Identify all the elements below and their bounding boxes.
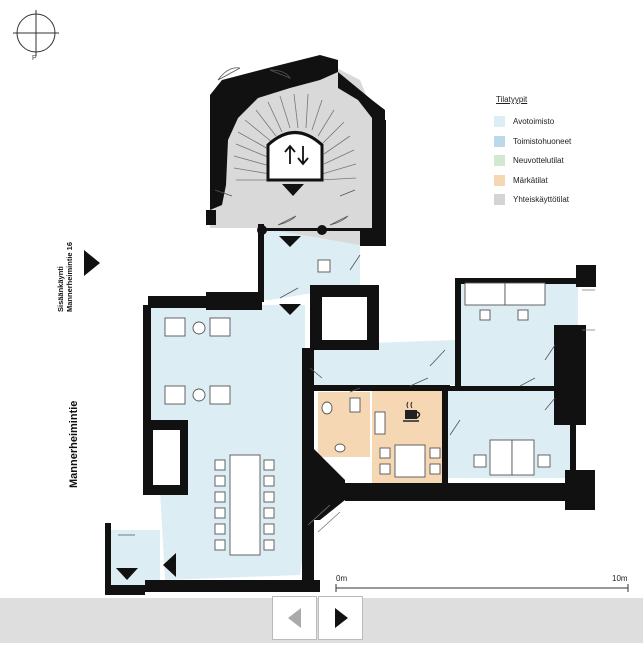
legend-title: Tilatyypit xyxy=(496,95,528,104)
side-arrow-icon xyxy=(163,553,176,577)
office-furniture xyxy=(464,282,551,476)
legend-swatch xyxy=(494,135,505,147)
legend-item-wet-rooms: Märkätilat xyxy=(494,174,548,186)
entry-vestibule xyxy=(110,530,160,585)
stair-arrow-icon xyxy=(279,236,301,247)
lobby-area xyxy=(262,228,360,300)
compass-label: P xyxy=(32,55,37,62)
prev-arrow-icon xyxy=(287,608,301,628)
legend-swatch xyxy=(494,193,505,205)
legend-item-open-office: Avotoimisto xyxy=(494,115,554,127)
open-office-main xyxy=(150,305,305,580)
scale-start-label: 0m xyxy=(336,574,348,583)
legend-swatch xyxy=(494,115,505,127)
next-arrow-icon xyxy=(334,608,348,628)
exit-arrow-icon xyxy=(116,568,138,580)
open-office-furniture xyxy=(164,259,331,556)
corner-windows xyxy=(307,289,595,533)
legend-label: Neuvottelutilat xyxy=(513,155,564,165)
walls xyxy=(105,55,596,595)
shaft-arrow-icon xyxy=(279,304,301,315)
entrance-arrow-icon xyxy=(84,250,100,276)
legend-swatch xyxy=(494,154,505,166)
legend-swatch xyxy=(494,174,505,186)
legend-item-offices: Toimistohuoneet xyxy=(494,135,571,147)
corridor-area xyxy=(312,340,455,390)
coffee-icon xyxy=(403,401,421,422)
next-button[interactable] xyxy=(318,596,363,640)
doors xyxy=(118,67,556,536)
legend-label: Avotoimisto xyxy=(513,116,555,126)
wet-room-fixtures xyxy=(321,397,441,478)
compass-icon xyxy=(13,10,59,56)
scale-bar xyxy=(335,584,629,592)
legend-item-meeting-rooms: Neuvottelutilat xyxy=(494,154,564,166)
legend-label: Toimistohuoneet xyxy=(513,136,572,146)
scale-end-label: 10m xyxy=(612,574,628,583)
entrance-label-line1: Sisäänkäynti xyxy=(56,266,65,312)
legend-label: Märkätilat xyxy=(513,175,548,185)
entrance-label: Sisäänkäynti Mannerheimintie 16 xyxy=(56,242,74,312)
prev-button[interactable] xyxy=(272,596,317,640)
elevator-icon xyxy=(282,144,309,196)
legend-item-shared-spaces: Yhteiskäyttötilat xyxy=(494,193,569,205)
stairs xyxy=(233,93,357,182)
street-label: Mannerheimintie xyxy=(68,400,80,488)
legend-label: Yhteiskäyttötilat xyxy=(513,194,570,204)
entrance-label-line2: Mannerheimintie 16 xyxy=(65,241,74,312)
